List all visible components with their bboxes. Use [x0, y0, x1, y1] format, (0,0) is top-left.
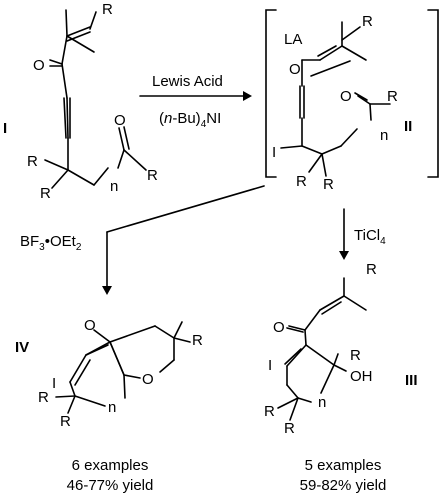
atom-R: R	[102, 1, 113, 18]
atom-n: n	[318, 394, 326, 411]
atom-R: R	[323, 176, 334, 193]
bracket-left	[265, 9, 277, 178]
atom-O: O	[114, 112, 126, 129]
compound-label-III: III	[405, 372, 418, 389]
result-IV-yield: 46-77% yield	[67, 477, 154, 494]
atom-O: O	[289, 61, 301, 78]
compound-label-I: I	[3, 120, 7, 137]
atom-R: R	[27, 153, 38, 170]
reagent-lewis-acid: Lewis Acid	[152, 73, 223, 90]
atom-O: O	[142, 371, 154, 388]
atom-R: R	[38, 389, 49, 406]
reagent-tbai: (n-Bu)4NI	[159, 110, 221, 130]
bracket-right	[427, 9, 439, 178]
atom-R: R	[284, 420, 295, 437]
atom-OH: OH	[350, 368, 373, 385]
atom-O: O	[84, 317, 96, 334]
result-III-examples: 5 examples	[305, 457, 382, 474]
atom-I: I	[268, 357, 272, 374]
atom-R: R	[60, 413, 71, 430]
atom-n: n	[110, 178, 118, 195]
result-III-yield: 59-82% yield	[300, 477, 387, 494]
atom-R: R	[192, 332, 203, 349]
compound-I-structure	[44, 9, 147, 189]
atom-R: R	[366, 261, 377, 278]
atom-I: I	[272, 144, 276, 161]
atom-n: n	[380, 127, 388, 144]
atom-R: R	[264, 403, 275, 420]
compound-label-II: II	[404, 118, 412, 135]
atom-O: O	[273, 319, 285, 336]
atom-R: R	[387, 88, 398, 105]
atom-R: R	[147, 167, 158, 184]
reagent-ticl4: TiCl4	[354, 227, 386, 247]
reaction-arrow-top	[139, 91, 252, 101]
result-IV-examples: 6 examples	[72, 457, 149, 474]
reagent-bf3: BF3•OEt2	[20, 233, 82, 253]
atom-R: R	[40, 185, 51, 202]
compound-II-structure	[280, 21, 391, 177]
reaction-arrow-left	[102, 185, 265, 295]
atom-I: I	[52, 375, 56, 392]
atom-O: O	[33, 57, 45, 74]
atom-R: R	[296, 173, 307, 190]
atom-lewis-acid: LA	[284, 31, 302, 48]
reaction-arrow-right	[339, 208, 349, 260]
atom-O: O	[340, 88, 352, 105]
atom-R: R	[350, 347, 361, 364]
atom-R: R	[362, 13, 373, 30]
compound-label-IV: IV	[15, 339, 29, 356]
atom-n: n	[108, 399, 116, 416]
compound-IV-structure	[55, 321, 191, 414]
compound-III-structure	[277, 277, 367, 421]
